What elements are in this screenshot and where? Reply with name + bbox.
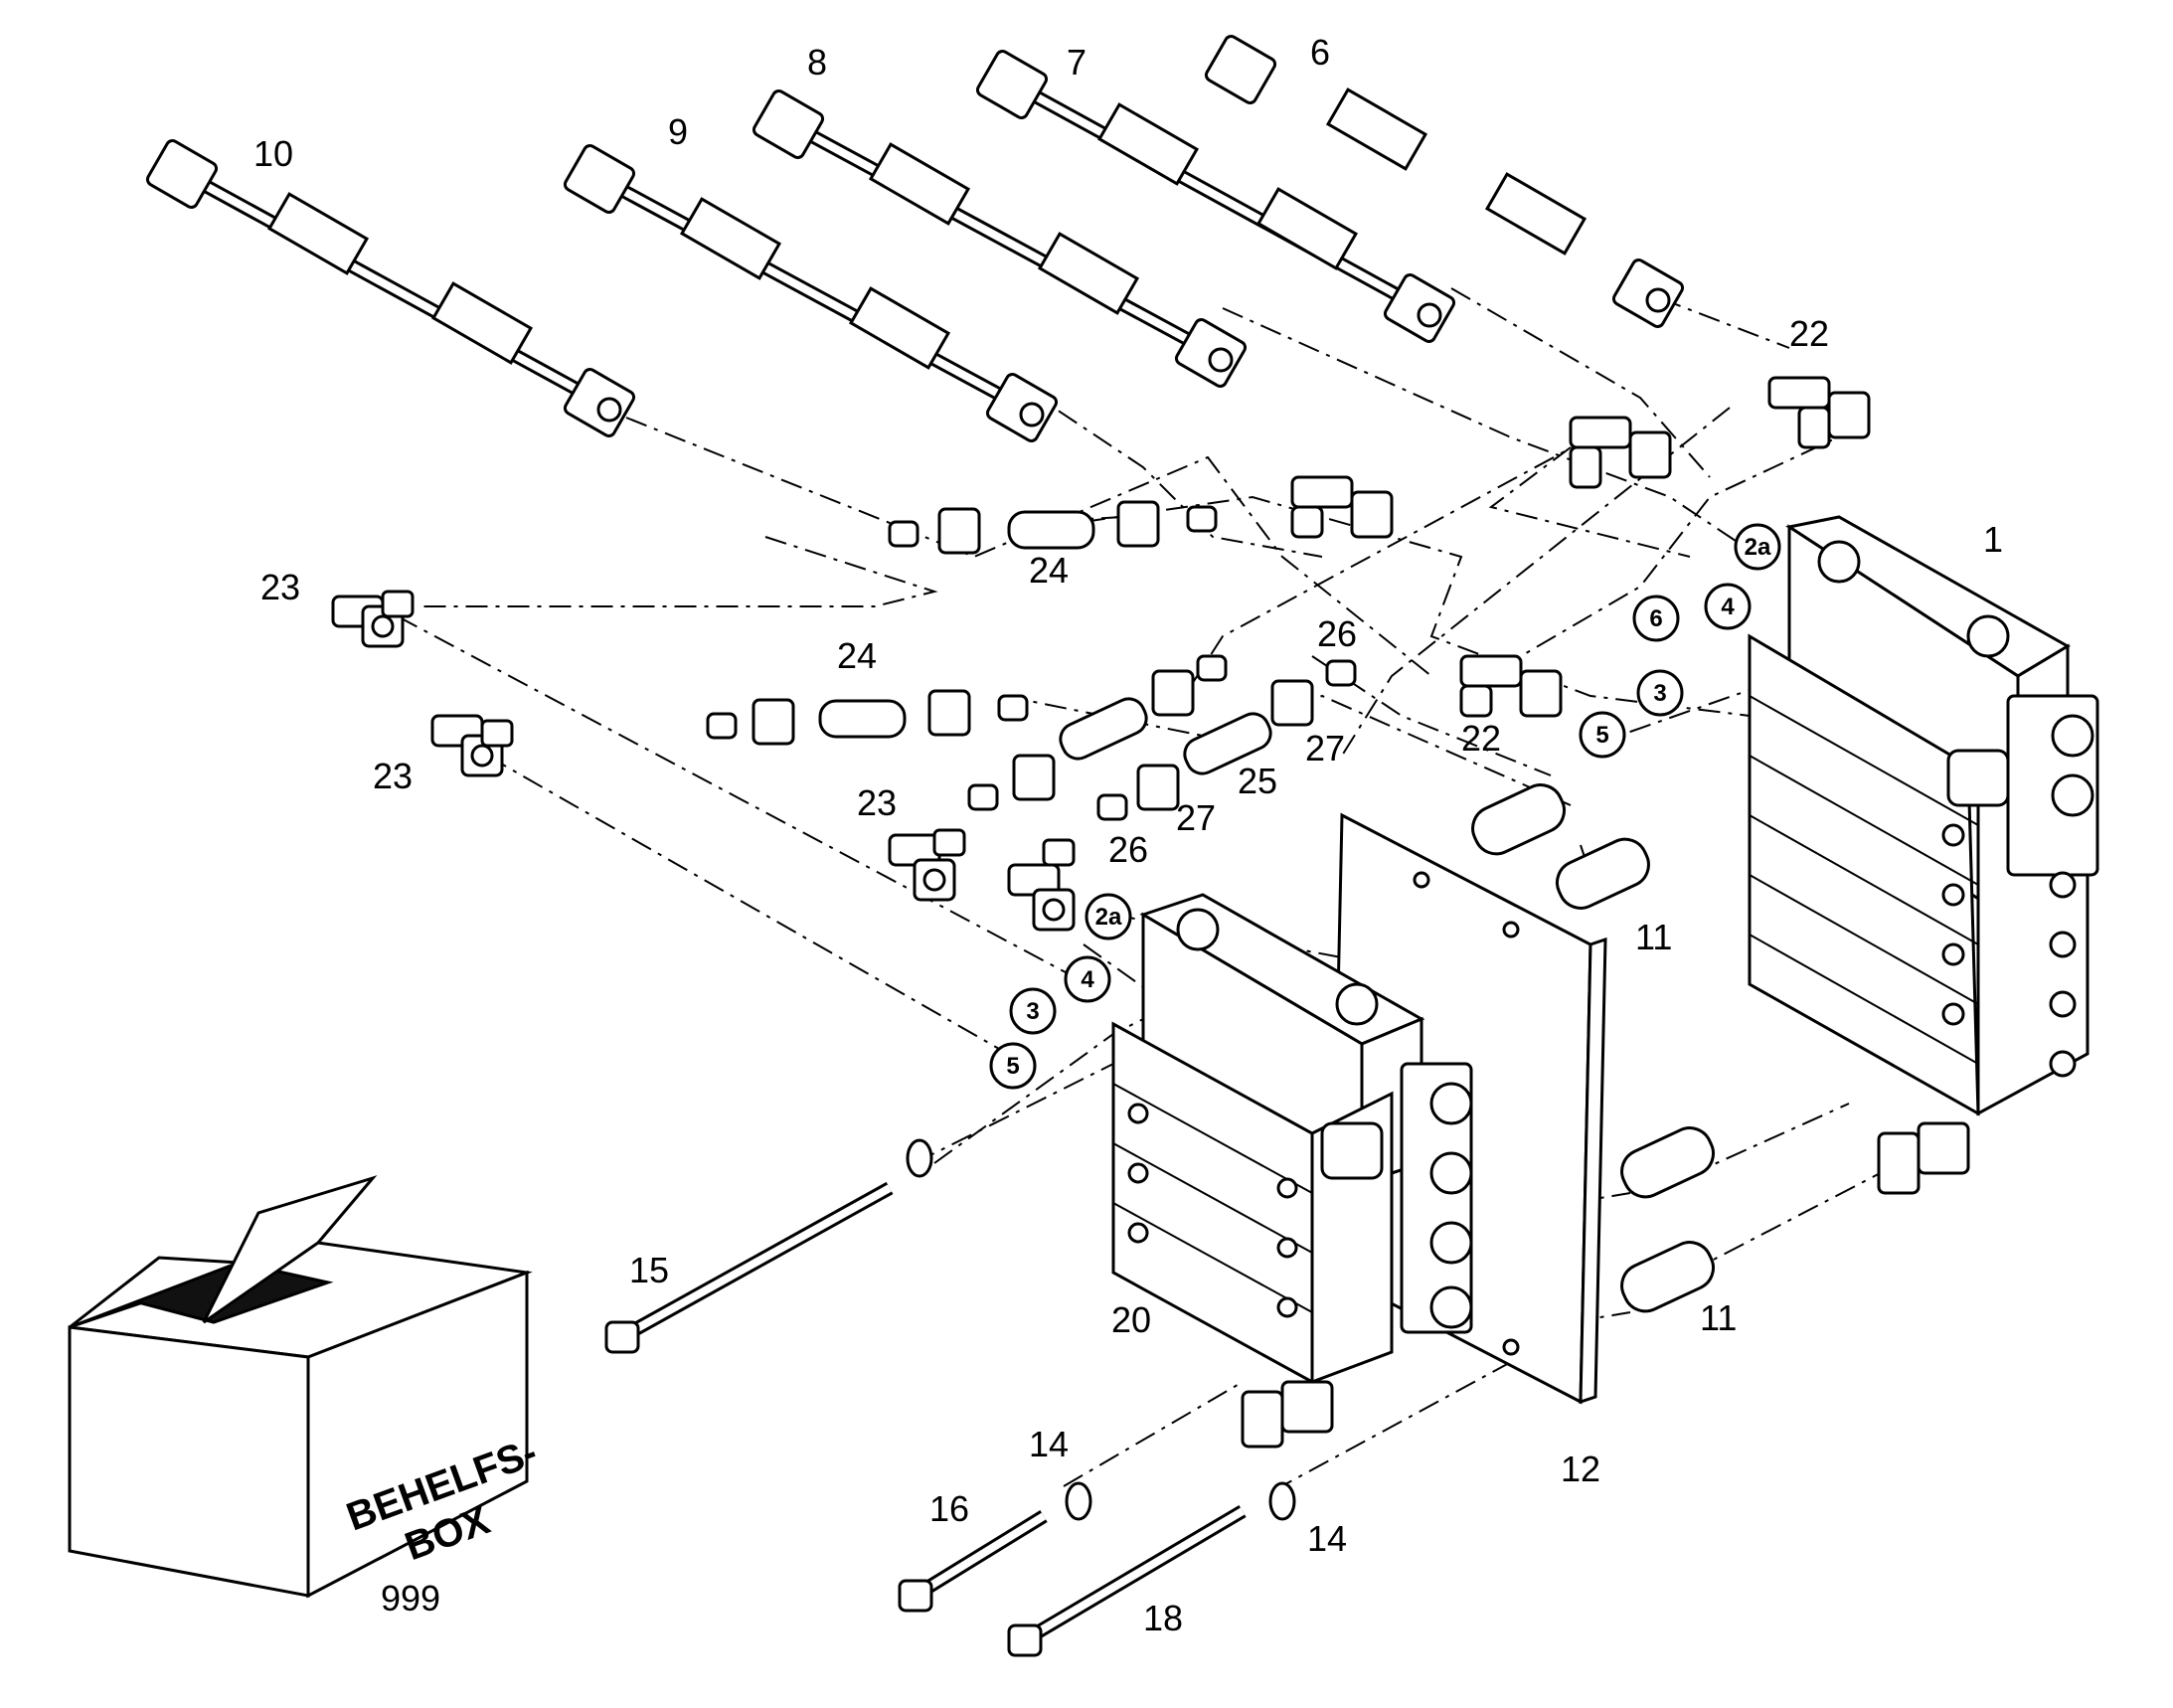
tee-fitting-22-lower: [1459, 654, 1563, 718]
part-labels: 1 6 7 8 9 10 11 11 12 14 14 15 16 18 20 …: [253, 32, 2003, 1638]
label-25: 25: [1238, 761, 1277, 801]
label-23-b: 23: [373, 756, 413, 796]
label-24-mid: 24: [837, 635, 877, 676]
elbow-fitting-23-c: [888, 828, 966, 902]
port-4-top: 4: [1721, 594, 1735, 620]
label-20: 20: [1111, 1299, 1151, 1340]
port-2a-top: 2a: [1745, 534, 1771, 561]
fitting-kit-24-mid: [706, 689, 1029, 746]
washer-14-set: [906, 1138, 1296, 1521]
screw-16: [898, 1510, 1048, 1613]
distributor-block-1: [1748, 515, 2099, 1195]
tee-fitting-22-top: [1767, 376, 1871, 449]
label-18: 18: [1143, 1598, 1183, 1638]
label-7: 7: [1067, 42, 1086, 83]
label-26-top: 26: [1317, 613, 1357, 654]
label-10: 10: [253, 133, 293, 174]
screw-15: [604, 1181, 894, 1354]
spacer-sleeve-11-set: [1471, 783, 1716, 1313]
label-9: 9: [668, 111, 688, 152]
hose-assembly-8: [752, 89, 1248, 388]
spare-parts-box-999: BEHELFS- BOX: [68, 1175, 543, 1599]
port-2a-bottom: 2a: [1095, 904, 1122, 931]
elbow-fitting-23-b: [430, 714, 514, 777]
hose-assembly-7: [975, 50, 1456, 343]
assembly-lines: [397, 287, 1920, 1492]
label-23-a: 23: [260, 567, 300, 607]
tee-fitting-22-mid: [1569, 416, 1672, 489]
label-11-upper: 11: [1635, 917, 1672, 957]
label-26-lower: 26: [1108, 829, 1148, 870]
screw-18: [1007, 1504, 1247, 1657]
hose-assembly-6: [1204, 35, 1685, 328]
label-24-top: 24: [1029, 550, 1069, 591]
port-5-top: 5: [1595, 722, 1608, 749]
tee-fitting-hose9-end: [1290, 475, 1394, 539]
label-16: 16: [929, 1488, 969, 1529]
label-23-c: 23: [857, 782, 897, 823]
hose-assembly-9: [563, 144, 1059, 442]
hose-assembly-10: [145, 139, 636, 437]
fitting-kit-25-27: [967, 654, 1357, 821]
port-4-bottom: 4: [1081, 966, 1094, 993]
label-1: 1: [1983, 519, 2003, 560]
fitting-kit-24-top: [888, 500, 1218, 555]
label-999: 999: [381, 1578, 440, 1619]
port-3-bottom: 3: [1026, 998, 1039, 1025]
label-14-right: 14: [1307, 1518, 1347, 1559]
elbow-fitting-26: [1007, 838, 1076, 932]
label-15: 15: [629, 1250, 669, 1290]
label-6: 6: [1310, 32, 1330, 73]
label-11-lower: 11: [1700, 1297, 1737, 1338]
label-22-lower: 22: [1461, 718, 1501, 759]
port-3-top: 3: [1653, 680, 1666, 707]
label-8: 8: [807, 42, 827, 83]
label-14-left: 14: [1029, 1424, 1069, 1464]
port-markers: 2a 4 6 3 5 2a 4 3 5: [989, 523, 1781, 1090]
elbow-fitting-23-a: [331, 590, 415, 648]
distributor-block-20: [1111, 893, 1473, 1449]
label-22-top: 22: [1789, 313, 1829, 354]
label-27-left: 27: [1176, 797, 1216, 838]
port-6-top: 6: [1649, 605, 1662, 632]
port-5-bottom: 5: [1006, 1053, 1019, 1080]
label-12: 12: [1561, 1449, 1600, 1489]
label-27-right: 27: [1305, 728, 1345, 769]
